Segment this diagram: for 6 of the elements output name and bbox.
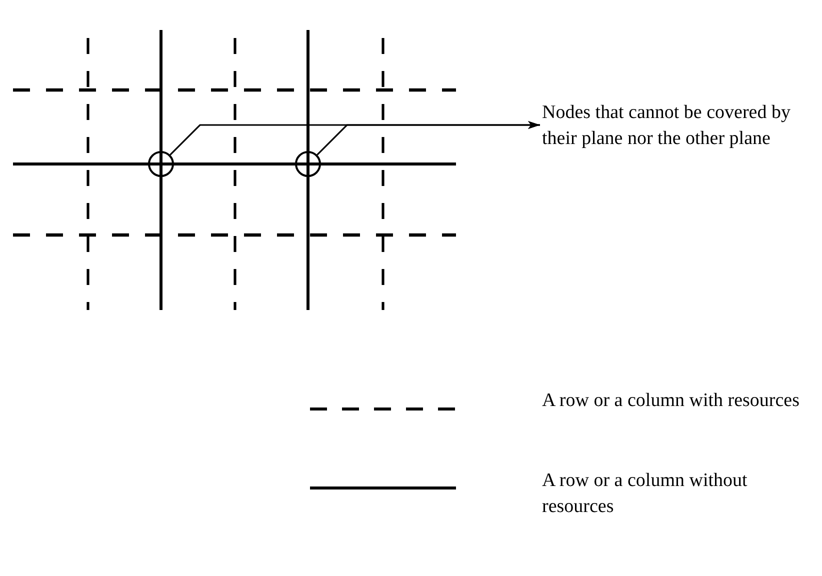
node-circle [295,151,321,177]
callout-text: Nodes that cannot be covered by their plane nor the other plane [542,100,814,152]
legend-text: A row or a column with resources [542,389,800,413]
legend-text: A row or a column without resources [542,469,748,519]
leader-line [316,121,540,156]
node-circle [148,151,174,177]
